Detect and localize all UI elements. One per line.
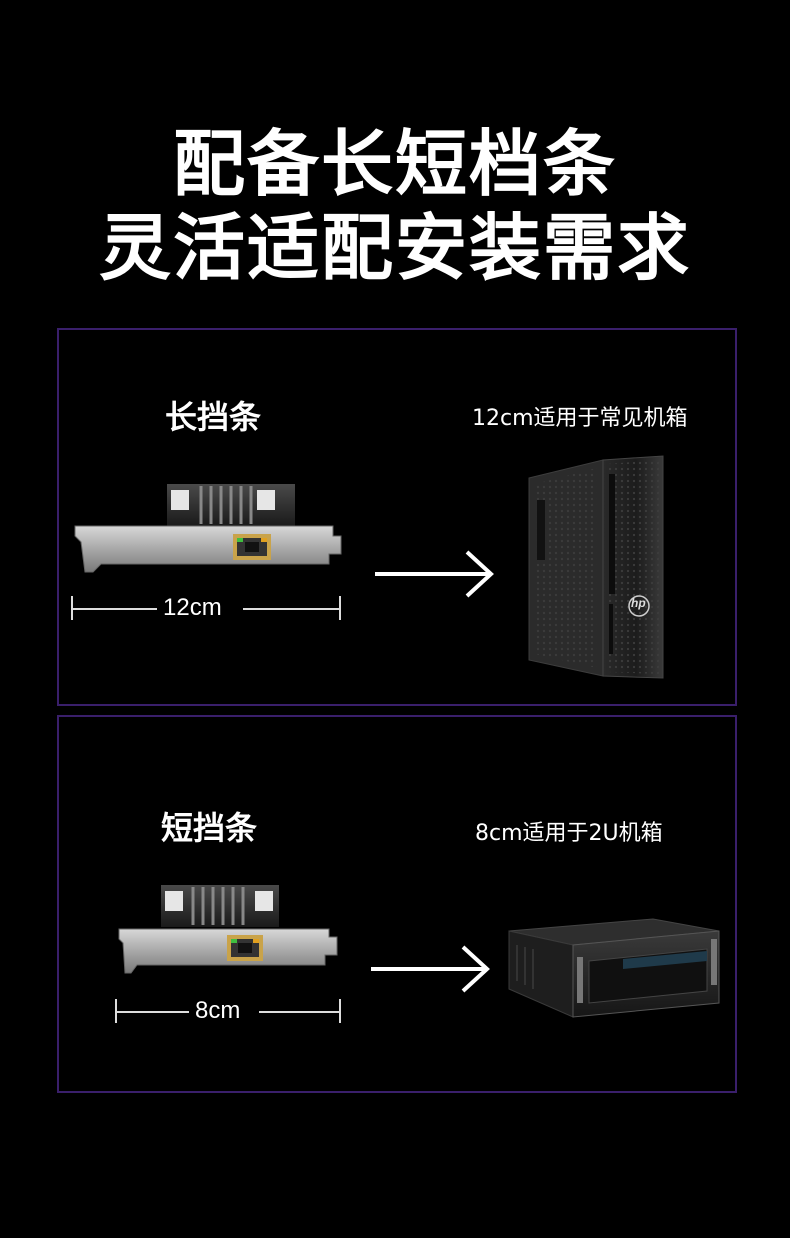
dimension-line-right — [259, 1011, 339, 1013]
dimension-line-right — [243, 608, 339, 610]
dimension-tick-left — [71, 596, 73, 620]
dimension-tick-left — [115, 999, 117, 1023]
dimension-label: 8cm — [195, 997, 241, 1024]
right-arrow-icon — [371, 945, 490, 993]
length-dimension: 12cm — [71, 594, 341, 624]
tower-pc-image — [528, 455, 664, 679]
panel-title: 短挡条 — [161, 809, 258, 847]
long-bracket-panel: 长挡条 12cm适用于常见机箱 — [57, 328, 737, 706]
panel-title: 长挡条 — [165, 398, 262, 436]
dimension-line-left — [73, 608, 157, 610]
network-card-long-bracket-image — [74, 484, 342, 573]
panel-caption: 8cm适用于2U机箱 — [475, 821, 663, 846]
rack-server-image — [508, 918, 720, 1018]
panel-caption: 12cm适用于常见机箱 — [472, 406, 688, 431]
dimension-label: 12cm — [163, 594, 222, 621]
dimension-tick-right — [339, 999, 341, 1023]
length-dimension: 8cm — [115, 997, 341, 1027]
dimension-line-left — [117, 1011, 189, 1013]
short-bracket-panel: 短挡条 8cm适用于2U机箱 — [57, 715, 737, 1093]
headline-line-1: 配备长短档条 — [172, 122, 617, 206]
hp-logo: hp — [631, 596, 646, 610]
network-card-short-bracket-image — [118, 885, 338, 974]
right-arrow-icon — [375, 550, 494, 598]
headline-line-2: 灵活适配安装需求 — [98, 206, 691, 290]
dimension-tick-right — [339, 596, 341, 620]
